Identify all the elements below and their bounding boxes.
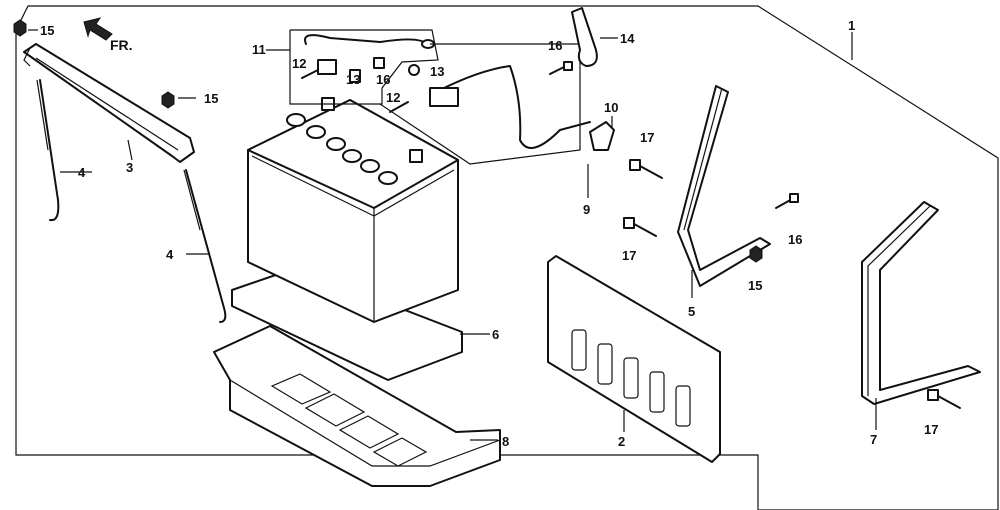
bolt-17-upper <box>629 159 663 179</box>
nut-15-top-left <box>13 19 27 37</box>
callout-13b: 13 <box>430 64 444 79</box>
battery-hold-bar <box>23 43 195 163</box>
callout-12a: 12 <box>292 56 306 71</box>
bolt-16-middle <box>775 193 799 209</box>
positive-cable <box>429 65 591 149</box>
front-direction-label: FR. <box>110 37 133 53</box>
bolt-17-middle <box>623 217 657 237</box>
battery-side-panel <box>547 255 721 463</box>
leader-lines <box>28 29 877 441</box>
callout-17b: 17 <box>622 248 636 263</box>
cable-terminal-14 <box>571 7 598 67</box>
callout-4b: 4 <box>166 247 174 262</box>
tray-slots <box>270 373 428 467</box>
battery-stay-5 <box>677 85 771 287</box>
callout-17a: 17 <box>640 130 654 145</box>
hardware-12-13-16 <box>301 57 420 113</box>
callout-11: 11 <box>252 42 266 57</box>
callout-16b: 16 <box>376 72 390 87</box>
callout-15b: 15 <box>204 91 218 106</box>
battery-stay-7 <box>861 201 981 405</box>
callout-13a: 13 <box>346 72 360 87</box>
bolt-17-lower <box>927 389 961 409</box>
battery-tray <box>213 325 501 487</box>
nut-15-left <box>161 91 175 109</box>
callout-3: 3 <box>126 160 133 175</box>
positive-cable-group-box <box>379 43 581 165</box>
callout-8: 8 <box>502 434 509 449</box>
hold-bolt-left <box>36 79 60 222</box>
nut-15-right <box>749 245 763 263</box>
terminal-cover-10 <box>589 121 615 151</box>
callout-16c: 16 <box>788 232 802 247</box>
callout-4a: 4 <box>78 165 86 180</box>
negative-cable-group-box <box>289 29 439 105</box>
callout-16a: 16 <box>548 38 562 53</box>
battery-caps <box>286 113 398 185</box>
callout-7: 7 <box>870 432 877 447</box>
callout-14: 14 <box>620 31 635 46</box>
callout-15c: 15 <box>748 278 762 293</box>
callout-2: 2 <box>618 434 625 449</box>
callout-10: 10 <box>604 100 618 115</box>
callout-15a: 15 <box>40 23 54 38</box>
hold-bolt-right <box>183 169 227 323</box>
callout-5: 5 <box>688 304 695 319</box>
callout-12b: 12 <box>386 90 400 105</box>
front-arrow-icon <box>83 17 113 41</box>
assembly-boundary <box>15 5 999 510</box>
negative-cable <box>304 34 435 75</box>
callout-6: 6 <box>492 327 499 342</box>
panel-slots <box>571 329 691 427</box>
bolt-16-top <box>549 61 573 75</box>
battery <box>247 97 459 323</box>
callout-17c: 17 <box>924 422 938 437</box>
callout-9: 9 <box>583 202 590 217</box>
callout-1: 1 <box>848 18 855 33</box>
